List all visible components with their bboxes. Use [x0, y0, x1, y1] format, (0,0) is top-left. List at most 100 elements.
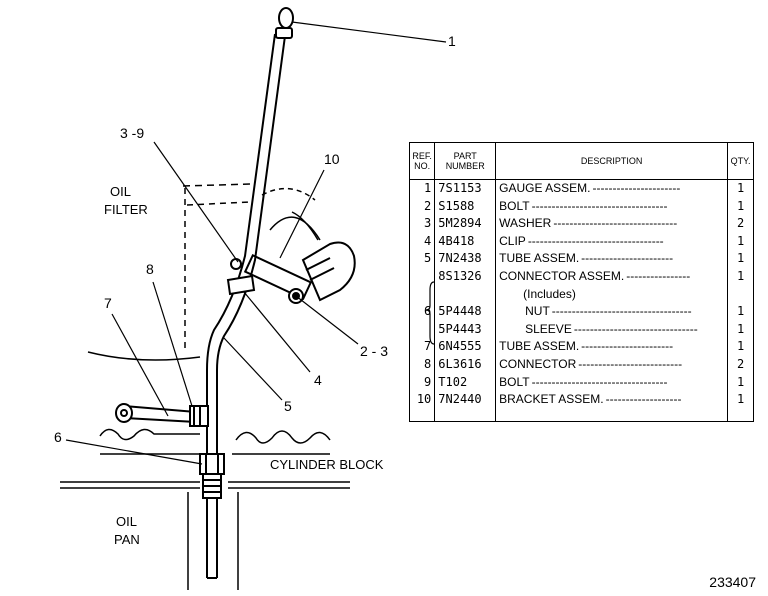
cell-ref-no: 6	[408, 303, 436, 321]
cell-description: CLIP----------------------------------	[495, 232, 729, 251]
cell-qty: 2	[727, 215, 754, 233]
cell-qty	[727, 285, 754, 304]
cell-qty: 1	[727, 320, 754, 339]
cell-part-number	[434, 285, 497, 304]
callout-2-3: 2 - 3	[360, 343, 388, 359]
cell-qty: 1	[727, 197, 754, 216]
cell-qty: 1	[727, 373, 754, 392]
cylinder-block-label: CYLINDER BLOCK	[270, 457, 384, 472]
cell-ref-no: 5	[408, 250, 436, 268]
leader-lines	[65, 21, 447, 465]
dotted-leader: -----------------------	[581, 339, 674, 354]
oil-pan-label-line1: OIL	[116, 514, 137, 529]
header-qty: QTY.	[727, 142, 754, 180]
oil-filter-label-line2: FILTER	[104, 202, 148, 217]
gauge-handle	[275, 7, 294, 39]
cylinder-block-outline	[60, 428, 350, 590]
cell-ref-no: 2	[408, 197, 436, 216]
bracket-elbow	[243, 241, 356, 304]
connector-nut	[199, 453, 225, 499]
cell-description: (Includes)	[495, 285, 729, 304]
cell-qty: 1	[727, 267, 754, 286]
description-text: (Includes)	[499, 286, 578, 301]
callout-7: 7	[104, 295, 112, 311]
header-ref-no: REF. NO.	[408, 142, 436, 180]
cell-description: TUBE ASSEM.-----------------------	[495, 338, 729, 356]
figure-code: 233407	[709, 574, 756, 590]
cell-ref-no: 4	[408, 232, 436, 251]
cell-ref-no: 1	[408, 179, 436, 198]
clip	[226, 258, 256, 296]
cell-description: GAUGE ASSEM.----------------------	[495, 179, 729, 198]
cell-ref-no	[408, 320, 436, 339]
description-text: CLIP	[499, 233, 528, 248]
callout-4: 4	[314, 372, 322, 388]
description-text: WASHER	[499, 216, 554, 231]
cell-part-number: 5P4448	[434, 303, 497, 321]
callout-10: 10	[324, 151, 340, 167]
cell-ref-no	[408, 285, 436, 304]
cell-part-number: 7S1153	[434, 179, 497, 198]
cell-description: BOLT----------------------------------	[495, 197, 729, 216]
table-header-row: REF. NO. PART NUMBER DESCRIPTION QTY.	[408, 142, 754, 180]
cell-qty: 1	[727, 303, 754, 321]
cell-part-number: 7N2440	[434, 391, 497, 422]
dotted-leader: -------------------	[605, 392, 682, 407]
description-text: SLEEVE	[499, 321, 574, 336]
description-text: CONNECTOR	[499, 356, 579, 371]
cell-description: CONNECTOR ASSEM.----------------	[495, 267, 729, 286]
cell-ref-no	[408, 267, 436, 286]
dotted-leader: ----------------	[626, 268, 691, 283]
cell-qty: 1	[727, 391, 754, 422]
cell-part-number: 5M2894	[434, 215, 497, 233]
dotted-leader: --------------------------	[578, 356, 683, 371]
cell-qty: 1	[727, 179, 754, 198]
description-text: NUT	[499, 304, 552, 319]
cell-ref-no: 3	[408, 215, 436, 233]
callout-6: 6	[54, 429, 62, 445]
description-text: BOLT	[499, 198, 532, 213]
cell-ref-no: 9	[408, 373, 436, 392]
cell-part-number: 7N2438	[434, 250, 497, 268]
header-description: DESCRIPTION	[495, 142, 729, 180]
description-text: GAUGE ASSEM.	[499, 181, 593, 195]
cell-ref-no: 10	[408, 391, 436, 422]
table-row: (Includes)	[408, 285, 754, 304]
dotted-leader: -------------------------------	[573, 321, 698, 336]
cell-part-number: 5P4443	[434, 320, 497, 339]
cell-part-number: 6N4555	[434, 338, 497, 356]
callout-3-9: 3 -9	[120, 125, 144, 141]
cell-description: WASHER-------------------------------	[495, 215, 729, 233]
cell-ref-no: 8	[408, 355, 436, 374]
cell-part-number: S1588	[434, 197, 497, 216]
description-text: BOLT	[499, 374, 532, 389]
header-part-number: PART NUMBER	[434, 142, 497, 180]
cell-part-number: 8S1326	[434, 267, 497, 286]
oil-filter-label-line1: OIL	[110, 184, 131, 199]
cell-description: CONNECTOR--------------------------	[495, 355, 729, 374]
cell-description: NUT-----------------------------------	[495, 303, 729, 321]
cell-description: SLEEVE-------------------------------	[495, 320, 729, 339]
description-text: TUBE ASSEM.	[499, 251, 582, 266]
dotted-leader: ----------------------------------	[531, 198, 668, 213]
cell-ref-no: 7	[408, 338, 436, 356]
dotted-leader: ----------------------------------	[531, 374, 668, 389]
description-text: TUBE ASSEM.	[499, 339, 582, 354]
cell-part-number: 4B418	[434, 232, 497, 251]
oil-filter-outline	[87, 183, 321, 361]
side-tube	[115, 403, 209, 427]
callout-5: 5	[284, 398, 292, 414]
dotted-leader: -------------------------------	[553, 216, 678, 231]
